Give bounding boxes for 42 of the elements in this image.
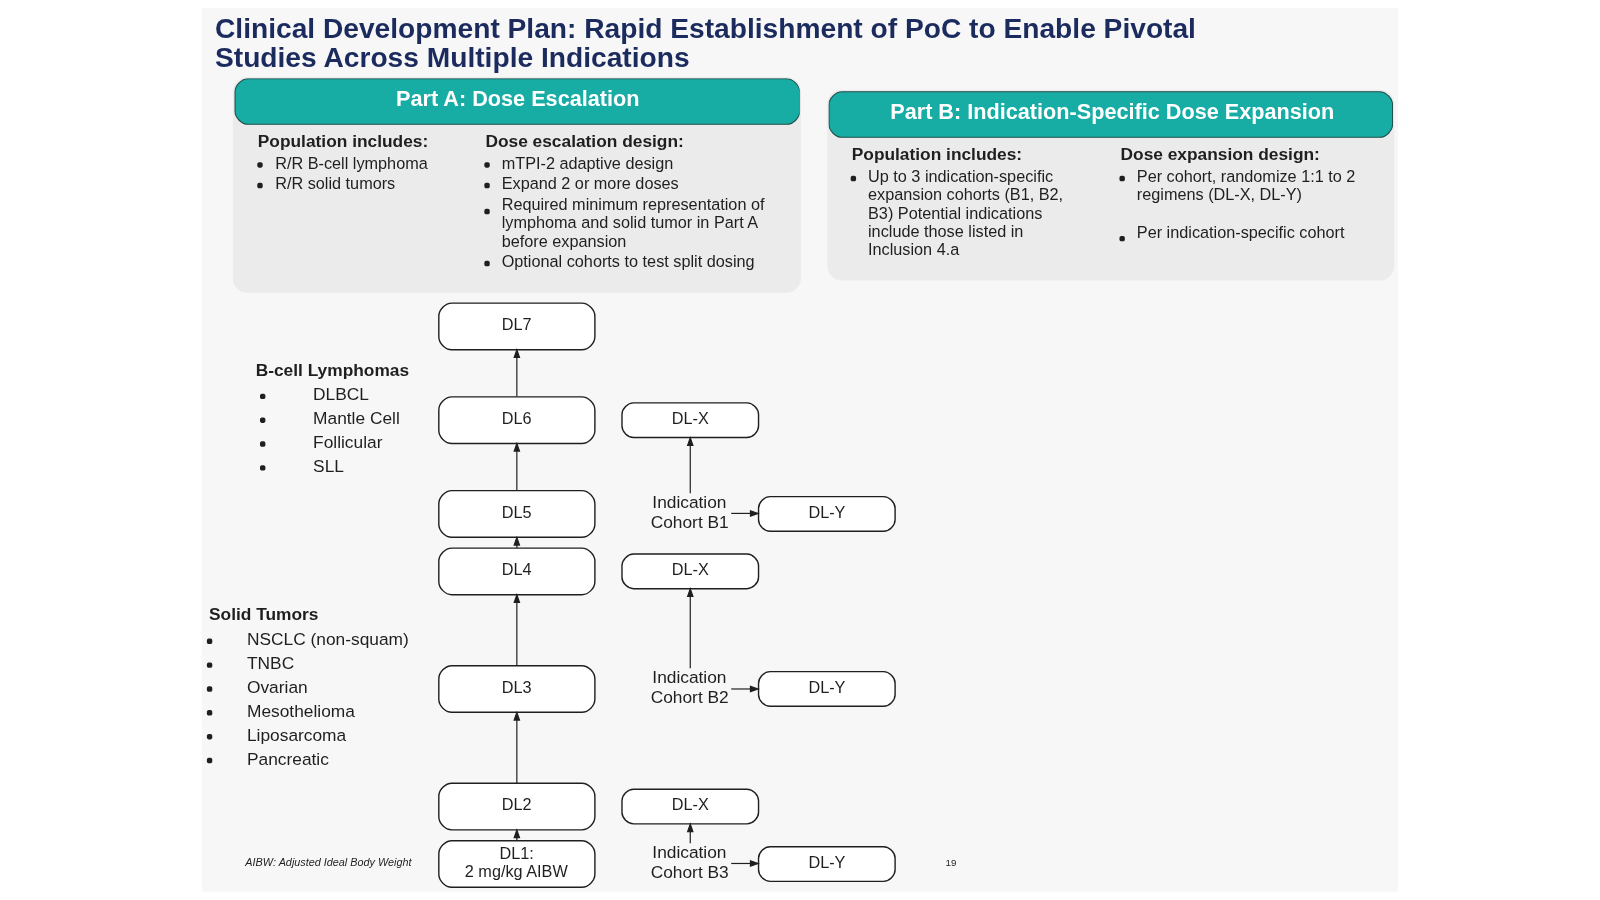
- node-box: DL-X: [621, 402, 760, 439]
- node-box: DL7: [438, 302, 596, 351]
- label: Follicular: [313, 432, 383, 453]
- diagram-title: Clinical Development Plan: Rapid Establishment of PoC to Enable Pivotal Studies Across Multiple Indications: [215, 12, 1196, 73]
- arrow: [513, 441, 521, 491]
- arrow: [730, 860, 760, 867]
- node-box: DL3: [438, 664, 596, 713]
- arrow: [730, 509, 760, 517]
- node-box: DL6: [438, 396, 596, 445]
- arrow: [513, 593, 521, 667]
- node-box: DL-Y: [757, 670, 896, 708]
- arrow: [513, 710, 521, 784]
- arrow: [513, 828, 521, 842]
- label: B-cell Lymphomas: [255, 359, 410, 380]
- label: TNBC: [246, 653, 295, 674]
- node-box: DL4: [438, 547, 596, 596]
- label: AIBW: Adjusted Ideal Body Weight: [245, 855, 412, 868]
- node-box: DL-X: [621, 553, 760, 590]
- node-text: Indication Cohort B3: [650, 842, 729, 882]
- node-box: DL-X: [621, 788, 760, 825]
- label: 19: [945, 857, 957, 869]
- label: DLBCL: [313, 384, 369, 405]
- label: Solid Tumors: [209, 604, 319, 625]
- node-box: DL1: 2 mg/kg AIBW: [438, 840, 596, 889]
- arrow: [686, 587, 694, 669]
- label: Ovarian: [246, 677, 308, 698]
- arrow: [686, 436, 694, 494]
- label: Pancreatic: [246, 748, 329, 769]
- node-box: DL5: [438, 489, 596, 538]
- node-text: Indication Cohort B1: [650, 492, 729, 532]
- node-text: Indication Cohort B2: [650, 667, 729, 707]
- arrow: [513, 535, 521, 549]
- label: SLL: [313, 456, 344, 476]
- label: NSCLC (non-squam): [246, 629, 409, 650]
- label: Mesothelioma: [246, 700, 355, 721]
- arrow: [730, 685, 760, 693]
- label: Mantle Cell: [313, 408, 400, 429]
- node-box: DL-Y: [757, 845, 896, 883]
- node-box: DL-Y: [757, 495, 896, 532]
- label: Liposarcoma: [246, 724, 347, 745]
- arrow: [513, 347, 521, 398]
- node-box: DL2: [438, 782, 596, 831]
